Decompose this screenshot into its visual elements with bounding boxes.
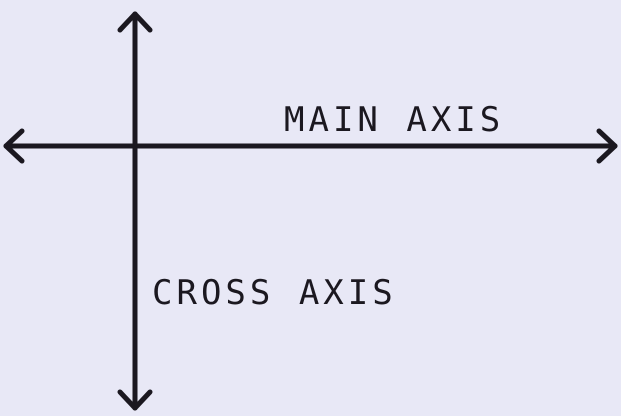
cross-axis-label: CROSS AXIS [152,273,397,313]
cross-axis-bottom-arrowhead [117,389,153,411]
main-axis-right-arrowhead [596,128,618,164]
main-axis-left-arrowhead [3,128,25,164]
cross-axis-top-arrowhead [117,11,153,33]
main-axis-label: MAIN AXIS [284,100,505,140]
